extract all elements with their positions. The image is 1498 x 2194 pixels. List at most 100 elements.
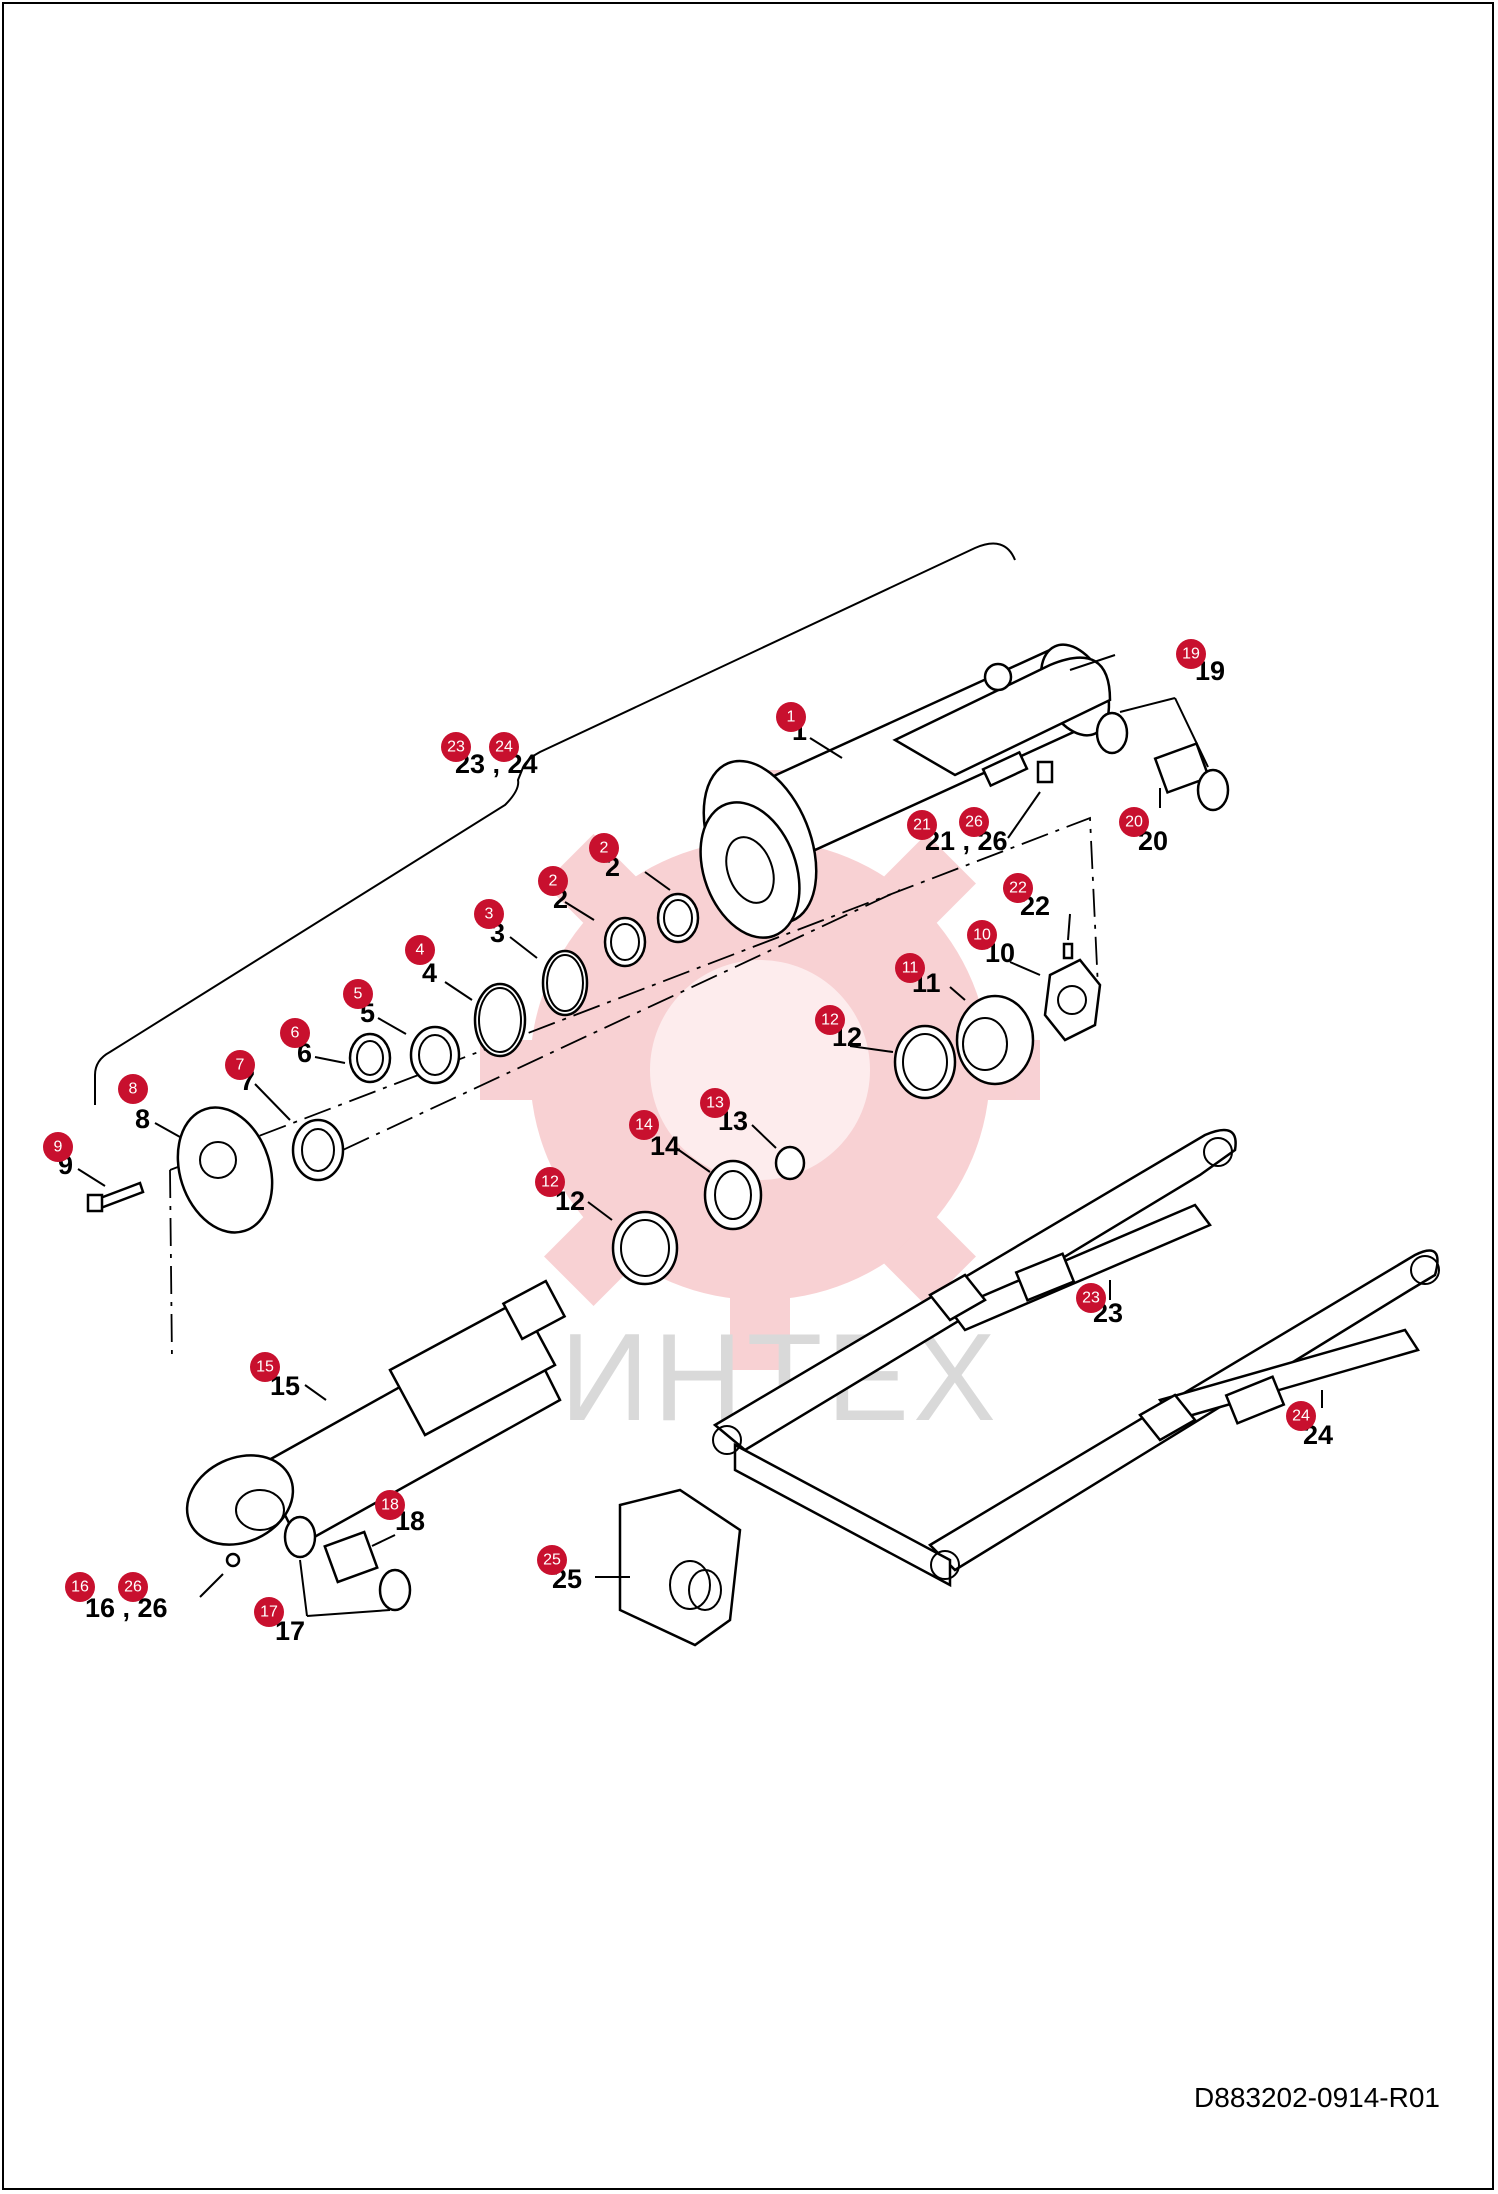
- svg-text:23: 23: [447, 739, 465, 756]
- seal-ring-2b: [656, 892, 700, 944]
- bushing-20: [1153, 741, 1211, 795]
- ring-7: [291, 1118, 345, 1182]
- marker-16-26: 26: [118, 1572, 148, 1602]
- svg-text:19: 19: [1182, 646, 1200, 663]
- label-4: 4: [422, 958, 437, 988]
- svg-text:23: 23: [1082, 1290, 1100, 1307]
- svg-text:17: 17: [260, 1604, 278, 1621]
- o-ring-13: [774, 1145, 806, 1181]
- marker-8: 8: [118, 1074, 148, 1104]
- marker-24: 24: [1286, 1401, 1316, 1431]
- label-8: 8: [135, 1104, 150, 1134]
- svg-text:5: 5: [354, 986, 363, 1003]
- marker-21: 21: [907, 810, 937, 840]
- marker-25: 25: [537, 1545, 567, 1575]
- loader-arm-frame: [712, 1128, 1440, 1588]
- svg-text:12: 12: [541, 1174, 559, 1191]
- grease-fitting-22: [1062, 942, 1074, 960]
- marker-12b: 12: [535, 1167, 565, 1197]
- svg-text:4: 4: [416, 942, 425, 959]
- svg-text:12: 12: [821, 1012, 839, 1029]
- marker-2a: 2: [538, 866, 568, 896]
- seal-19a: [1095, 711, 1129, 755]
- wear-ring-12b: [611, 1210, 679, 1286]
- marker-15: 15: [250, 1352, 280, 1382]
- marker-10: 10: [967, 920, 997, 950]
- marker-22: 22: [1003, 873, 1033, 903]
- marker-16: 16: [65, 1572, 95, 1602]
- svg-text:26: 26: [124, 1579, 142, 1596]
- o-ring-4: [473, 982, 527, 1058]
- marker-6: 6: [280, 1018, 310, 1048]
- svg-text:25: 25: [543, 1552, 561, 1569]
- svg-text:1: 1: [787, 709, 796, 726]
- assembly-line-left: [169, 1169, 173, 1363]
- svg-text:9: 9: [54, 1139, 63, 1156]
- bolt-9: [86, 1181, 145, 1213]
- seal-kit-box: [618, 1488, 742, 1647]
- marker-2b: 2: [589, 833, 619, 863]
- piston-11: [955, 994, 1035, 1086]
- svg-text:24: 24: [495, 739, 513, 756]
- marker-3: 3: [474, 899, 504, 929]
- gland-head-8: [176, 1106, 274, 1234]
- seal-17a: [283, 1515, 317, 1559]
- document-code: D883202-0914-R01: [1194, 2082, 1440, 2113]
- seal-ring-2a: [603, 916, 647, 968]
- svg-text:21: 21: [913, 817, 931, 834]
- red-markers: 1 2 2 3 4 5 6 7 8 9 10 11 12 13 14 12 15…: [43, 639, 1316, 1627]
- marker-18: 18: [375, 1490, 405, 1520]
- svg-text:16: 16: [71, 1579, 89, 1596]
- marker-14: 14: [629, 1110, 659, 1140]
- marker-5: 5: [343, 979, 373, 1009]
- marker-21-26: 26: [959, 807, 989, 837]
- marker-13: 13: [700, 1088, 730, 1118]
- assembly-line-upper: [169, 816, 1099, 1171]
- marker-9: 9: [43, 1132, 73, 1162]
- label-14: 14: [650, 1131, 680, 1161]
- svg-text:3: 3: [485, 906, 494, 923]
- svg-text:20: 20: [1125, 814, 1143, 831]
- svg-text:2: 2: [549, 873, 558, 890]
- svg-text:18: 18: [381, 1497, 399, 1514]
- seal-19b: [1196, 768, 1230, 812]
- marker-12a: 12: [815, 1005, 845, 1035]
- seal-14: [703, 1159, 763, 1231]
- seal-17b: [378, 1568, 412, 1612]
- svg-text:6: 6: [291, 1025, 300, 1042]
- marker-4: 4: [405, 935, 435, 965]
- svg-text:14: 14: [635, 1117, 653, 1134]
- marker-24-assembly: 24: [489, 732, 519, 762]
- svg-text:26: 26: [965, 814, 983, 831]
- svg-text:2: 2: [600, 840, 609, 857]
- svg-text:10: 10: [973, 927, 991, 944]
- marker-1: 1: [776, 702, 806, 732]
- svg-text:22: 22: [1009, 880, 1027, 897]
- assembly-line-axis: [299, 889, 901, 1171]
- marker-11: 11: [895, 953, 925, 983]
- marker-19: 19: [1176, 639, 1206, 669]
- mounting-flange: [699, 801, 801, 939]
- ring-6: [348, 1032, 392, 1084]
- marker-23-assembly: 23: [441, 732, 471, 762]
- marker-7: 7: [225, 1050, 255, 1080]
- piston-rod: [185, 1279, 567, 1568]
- ring-5: [409, 1025, 461, 1085]
- marker-17: 17: [254, 1597, 284, 1627]
- marker-23: 23: [1076, 1283, 1106, 1313]
- wear-ring-12a: [893, 1024, 957, 1100]
- o-ring-3: [541, 949, 589, 1017]
- marker-20: 20: [1119, 807, 1149, 837]
- svg-text:11: 11: [902, 960, 919, 977]
- nut-10: [1043, 958, 1102, 1042]
- bushing-18: [323, 1530, 379, 1584]
- svg-text:13: 13: [706, 1095, 724, 1112]
- svg-text:8: 8: [129, 1081, 138, 1098]
- svg-text:15: 15: [256, 1359, 274, 1376]
- leader-lines: [77, 697, 1323, 1617]
- svg-text:7: 7: [236, 1057, 245, 1074]
- assembly-bracket: [94, 542, 1016, 1105]
- svg-text:24: 24: [1292, 1408, 1310, 1425]
